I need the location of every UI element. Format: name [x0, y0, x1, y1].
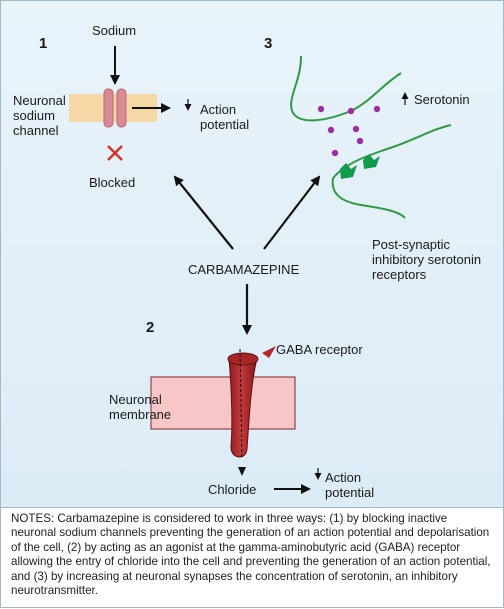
- neuronal-membrane-band: [150, 376, 296, 430]
- gaba-receptor-label: GABA receptor: [276, 342, 363, 357]
- chloride-path: [239, 348, 243, 460]
- serotonin-label: Serotonin: [414, 92, 470, 107]
- chloride-label: Chloride: [208, 482, 257, 497]
- action-potential-label-2: Action potential: [325, 470, 375, 500]
- serotonin-receptor-1: [340, 163, 357, 179]
- serotonin-receptor-2: [363, 154, 380, 169]
- chloride-arrowhead: [238, 467, 246, 476]
- post-synaptic-receptors-label: Post-synaptic inhibitory serotonin recep…: [372, 237, 482, 282]
- gaba-receptor-tab: [262, 346, 276, 358]
- sodium-label: Sodium: [92, 23, 137, 38]
- panel-number-1: 1: [39, 35, 48, 52]
- neuronal-membrane-label: Neuronal membrane: [109, 392, 172, 422]
- panel-number-2: 2: [146, 319, 155, 336]
- panel-number-3: 3: [264, 35, 273, 52]
- presynaptic-terminal: [290, 55, 402, 122]
- serotonin-vesicles: [317, 105, 381, 157]
- sodium-channel-left: [103, 88, 114, 128]
- neuronal-sodium-channel-label: Neuronal sodium channel: [13, 93, 66, 138]
- carbamazepine-label: CARBAMAZEPINE: [188, 262, 300, 277]
- notes-text: NOTES: Carbamazepine is considered to wo…: [1, 507, 503, 607]
- blocked-label: Blocked: [89, 175, 136, 190]
- gaba-receptor-body: [228, 358, 258, 458]
- gaba-receptor-top: [227, 352, 259, 366]
- postsynaptic-membrane-lower: [331, 177, 406, 219]
- arrow-to-synapse: [263, 175, 321, 250]
- blocked-x-icon: [107, 145, 123, 161]
- arrow-to-sodium-channel: [173, 175, 234, 250]
- sodium-channel-right: [116, 88, 127, 128]
- action-potential-label-1: Action potential: [200, 102, 250, 132]
